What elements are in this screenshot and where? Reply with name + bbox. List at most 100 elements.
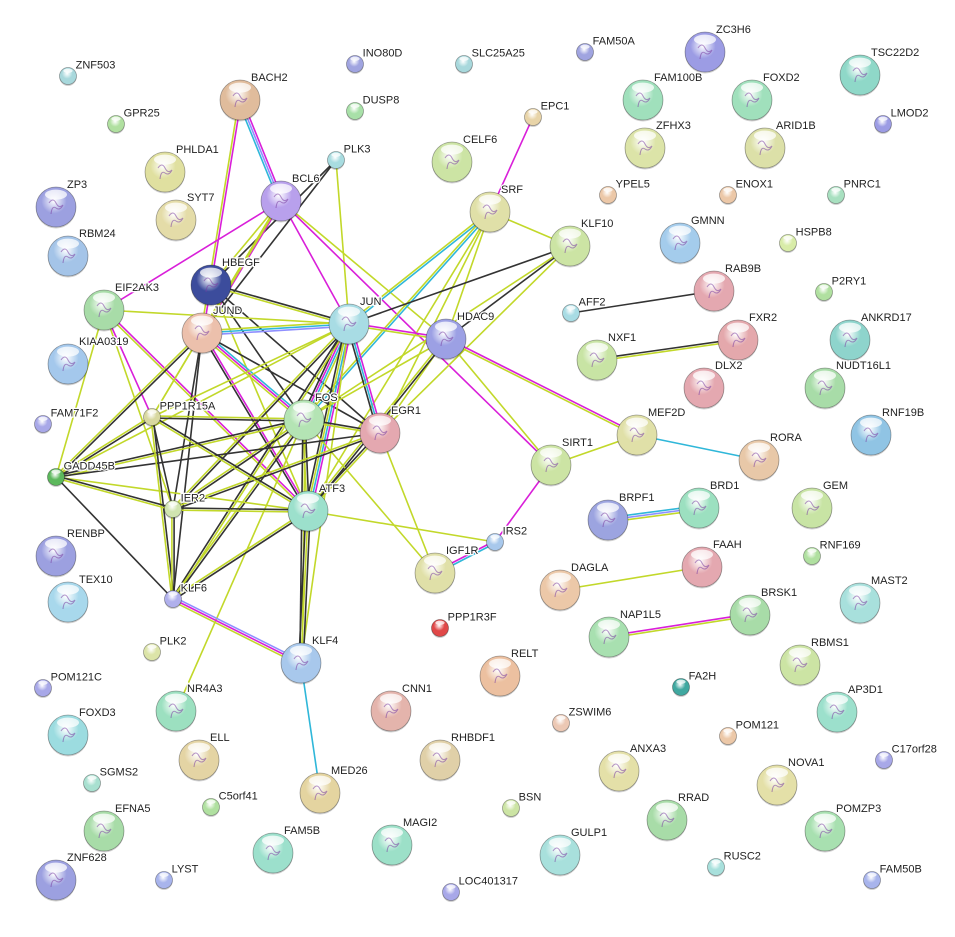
edge-plk3-hbegf[interactable] — [210, 159, 337, 286]
node-nxf1[interactable]: NXF1 — [576, 331, 637, 382]
edge-eif2ak3-atf3[interactable] — [102, 308, 310, 513]
node-brpf1[interactable]: BRPF1 — [587, 491, 656, 542]
edge-jun-klf6[interactable] — [171, 322, 351, 601]
node-nr4a3[interactable]: NR4A3 — [155, 682, 224, 733]
edge-klf6-klf4[interactable] — [171, 596, 303, 666]
node-slc25a25[interactable]: SLC25A25 — [455, 46, 526, 74]
node-hspb8[interactable]: HSPB8 — [779, 225, 833, 253]
node-fam71f2[interactable]: FAM71F2 — [34, 406, 100, 434]
node-c5orf41[interactable]: C5orf41 — [202, 789, 259, 817]
node-fam5b[interactable]: FAM5B — [252, 824, 321, 875]
node-plk3[interactable]: PLK3 — [327, 142, 372, 170]
edge-eif2ak3-ier2[interactable] — [103, 309, 174, 510]
node-fam100b[interactable]: FAM100B — [622, 71, 704, 122]
node-egr1[interactable]: EGR1 — [359, 404, 422, 455]
node-bach2[interactable]: BACH2 — [219, 71, 289, 122]
node-epc1[interactable]: EPC1 — [524, 99, 571, 127]
node-fa2h[interactable]: FA2H — [672, 669, 717, 697]
node-zp3[interactable]: ZP3 — [35, 178, 88, 229]
node-syt7[interactable]: SYT7 — [155, 191, 216, 242]
node-ell[interactable]: ELL — [178, 731, 231, 782]
edge-dagla-faah[interactable] — [559, 566, 703, 591]
edge-atf3-ppp1r15a[interactable] — [151, 415, 309, 513]
node-renbp[interactable]: RENBP — [35, 527, 106, 578]
node-eif2ak3[interactable]: EIF2AK3 — [83, 281, 160, 332]
edge-srf-jun[interactable] — [347, 210, 492, 326]
edge-eif2ak3-jun[interactable] — [103, 309, 350, 325]
node-zc3h6[interactable]: ZC3H6 — [684, 23, 752, 74]
node-klf6[interactable]: KLF6 — [164, 581, 208, 609]
edge-fos-ppp1r15a[interactable] — [151, 415, 305, 422]
node-tex10[interactable]: TEX10 — [47, 573, 114, 624]
edge-klf10-egr1[interactable] — [379, 245, 571, 434]
edge-atf3-gadd45b[interactable] — [55, 476, 309, 512]
edge-klf10-jun[interactable] — [348, 245, 571, 325]
node-relt[interactable]: RELT — [479, 647, 540, 698]
node-plk2[interactable]: PLK2 — [143, 634, 188, 662]
node-igf1r[interactable]: IGF1R — [414, 544, 480, 595]
node-hdac9[interactable]: HDAC9 — [425, 310, 496, 361]
node-enox1[interactable]: ENOX1 — [719, 177, 774, 205]
node-bcl6[interactable]: BCL6 — [260, 172, 321, 223]
node-fam50b[interactable]: FAM50B — [863, 862, 923, 890]
node-foxd3[interactable]: FOXD3 — [47, 706, 117, 757]
node-gadd45b[interactable]: GADD45B — [47, 459, 116, 487]
node-rnf19b[interactable]: RNF19B — [850, 406, 925, 457]
edge-bcl6-eif2ak3[interactable] — [103, 200, 282, 311]
edge-hbegf-egr1[interactable] — [210, 284, 381, 434]
edge-nap1l5-brsk1[interactable] — [608, 613, 751, 639]
node-tsc22d2[interactable]: TSC22D2 — [839, 46, 921, 97]
edge-klf10-hdac9[interactable] — [445, 245, 571, 340]
edge-atf3-ier2[interactable] — [172, 507, 309, 513]
node-atf3[interactable]: ATF3 — [287, 482, 346, 533]
node-rora[interactable]: RORA — [738, 431, 804, 482]
node-nova1[interactable]: NOVA1 — [756, 756, 826, 807]
node-zswim6[interactable]: ZSWIM6 — [552, 705, 613, 733]
node-rab9b[interactable]: RAB9B — [693, 262, 762, 313]
edge-atf3-irs2[interactable] — [307, 510, 496, 543]
node-klf4[interactable]: KLF4 — [280, 634, 340, 685]
edge-mef2d-rora[interactable] — [636, 434, 760, 461]
node-kiaa0319[interactable]: KIAA0319 — [47, 335, 130, 386]
edge-jund-jun[interactable] — [201, 321, 350, 336]
node-rrad[interactable]: RRAD — [646, 791, 710, 842]
edge-eif2ak3-gadd45b[interactable] — [55, 309, 105, 478]
node-mast2[interactable]: MAST2 — [839, 574, 909, 625]
edge-ppp1r15a-gadd45b[interactable] — [54, 415, 154, 479]
node-nap1l5[interactable]: NAP1L5 — [588, 608, 662, 659]
edge-gadd45b-klf6[interactable] — [55, 476, 174, 600]
node-gpr25[interactable]: GPR25 — [107, 106, 161, 134]
edge-atf3-klf4[interactable] — [298, 510, 311, 664]
node-ypel5[interactable]: YPEL5 — [599, 177, 651, 205]
edge-jun-gadd45b[interactable] — [55, 323, 350, 478]
node-irs2[interactable]: IRS2 — [486, 524, 528, 552]
node-ankrd17[interactable]: ANKRD17 — [829, 311, 913, 362]
edge-gadd45b-ier2[interactable] — [55, 475, 174, 511]
edge-bcl6-hdac9[interactable] — [280, 200, 447, 340]
node-fos[interactable]: FOS — [283, 391, 339, 442]
node-dlx2[interactable]: DLX2 — [683, 359, 744, 410]
node-ino80d[interactable]: INO80D — [346, 46, 404, 74]
edge-jund-ier2[interactable] — [172, 332, 203, 510]
node-rbms1[interactable]: RBMS1 — [779, 636, 850, 687]
edge-ier2-klf6[interactable] — [171, 509, 175, 599]
node-arid1b[interactable]: ARID1B — [744, 119, 817, 170]
node-anxa3[interactable]: ANXA3 — [598, 742, 667, 793]
node-sgms2[interactable]: SGMS2 — [83, 765, 139, 793]
node-sirt1[interactable]: SIRT1 — [530, 436, 594, 487]
node-mef2d[interactable]: MEF2D — [616, 406, 687, 457]
edge-fos-gadd45b[interactable] — [55, 418, 305, 479]
edge-jund-fos[interactable] — [200, 330, 306, 423]
edge-jund-gadd45b[interactable] — [54, 331, 204, 479]
node-dusp8[interactable]: DUSP8 — [346, 93, 401, 121]
node-fam50a[interactable]: FAM50A — [576, 34, 637, 62]
edge-hdac9-mef2d[interactable] — [445, 337, 638, 437]
node-dagla[interactable]: DAGLA — [539, 561, 610, 612]
edge-srf-hdac9[interactable] — [445, 211, 491, 340]
node-fxr2[interactable]: FXR2 — [717, 311, 778, 362]
edge-aff2-rab9b[interactable] — [570, 290, 715, 314]
node-ppp1r15a[interactable]: PPP1R15A — [143, 399, 217, 427]
node-rusc2[interactable]: RUSC2 — [707, 849, 762, 877]
node-zfhx3[interactable]: ZFHX3 — [624, 119, 692, 170]
node-p2ry1[interactable]: P2RY1 — [815, 274, 868, 302]
